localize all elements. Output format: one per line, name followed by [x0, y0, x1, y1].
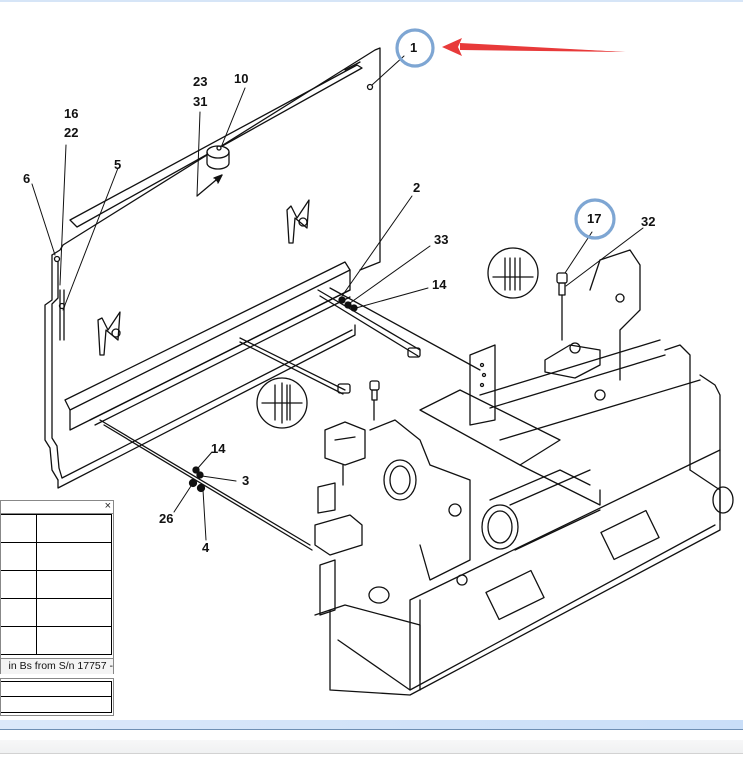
- parts-list-table: [1, 514, 112, 655]
- callout-3: 3: [242, 473, 249, 488]
- callout-26: 26: [159, 511, 173, 526]
- table-cell: [37, 571, 111, 598]
- table-row[interactable]: [1, 515, 111, 543]
- table-cell: [37, 515, 111, 542]
- callout-23: 23: [193, 74, 207, 89]
- table-row[interactable]: [1, 599, 111, 627]
- table-cell: [1, 515, 37, 542]
- grease-nipple-17: [556, 272, 568, 341]
- callout-14-upper: 14: [432, 277, 447, 292]
- serial-number-note: in Bs from S/n 17757 -: [1, 658, 113, 674]
- table-row[interactable]: [1, 682, 111, 697]
- back-panel-plate: [44, 47, 381, 481]
- highlight-circle-part-1: [395, 28, 435, 68]
- table-cell: [37, 543, 111, 570]
- callout-31: 31: [193, 94, 207, 109]
- table-cell: [1, 627, 37, 655]
- grease-nipple-left: [369, 380, 380, 421]
- callout-6: 6: [23, 171, 30, 186]
- panel-splitter-bar[interactable]: [0, 720, 743, 730]
- nut-cluster-lower: [188, 466, 206, 493]
- status-bar: [0, 740, 743, 754]
- callout-16: 16: [64, 106, 78, 121]
- close-icon[interactable]: ×: [104, 500, 111, 512]
- lube-symbol-left: [256, 377, 308, 429]
- red-annotation-arrow: [442, 38, 626, 56]
- leader-lines: [31, 55, 644, 541]
- parts-list-titlebar: ×: [1, 500, 113, 514]
- main-frame-body: [314, 249, 734, 696]
- secondary-parts-panel: [0, 678, 114, 716]
- top-window-edge: [0, 0, 743, 2]
- highlight-circle-part-17: [574, 198, 616, 240]
- table-row[interactable]: [1, 627, 111, 655]
- callout-14-lower: 14: [211, 441, 226, 456]
- secondary-parts-table: [1, 681, 112, 713]
- table-row[interactable]: [1, 697, 111, 712]
- table-cell: [37, 627, 111, 655]
- table-cell: [1, 571, 37, 598]
- callout-33: 33: [434, 232, 448, 247]
- table-cell: [1, 599, 37, 626]
- parts-list-panel: × in Bs from S/n 17757 -: [0, 500, 114, 674]
- table-cell: [37, 599, 111, 626]
- table-cell: [1, 543, 37, 570]
- callout-2: 2: [413, 180, 420, 195]
- callout-32: 32: [641, 214, 655, 229]
- callout-1: 1: [410, 40, 417, 55]
- table-row[interactable]: [1, 571, 111, 599]
- callout-22: 22: [64, 125, 78, 140]
- table-row[interactable]: [1, 543, 111, 571]
- callout-5: 5: [114, 157, 121, 172]
- exploded-parts-drawing: 1 10 23 31 16 22 5 6 2 33 14 17 32 14 3 …: [23, 28, 734, 696]
- lower-channel-beam: [57, 261, 356, 489]
- knob-part-10: [206, 145, 230, 170]
- rods: [99, 287, 481, 551]
- callout-4: 4: [202, 540, 210, 555]
- callout-17: 17: [587, 211, 601, 226]
- callout-10: 10: [234, 71, 248, 86]
- lube-symbol-right: [487, 247, 539, 299]
